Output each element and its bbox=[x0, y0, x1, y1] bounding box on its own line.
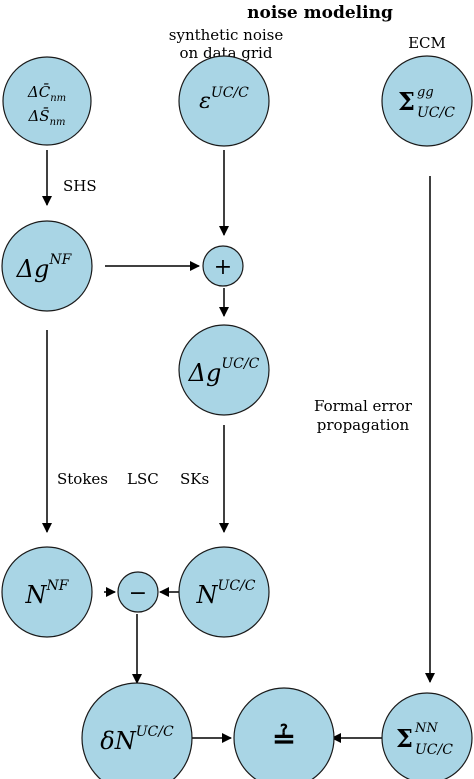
node-n-uc bbox=[178, 546, 270, 638]
node-dg-nf bbox=[1, 220, 93, 312]
sigma-gg-sup: gg bbox=[417, 85, 434, 100]
sigma-gg-base: Σ bbox=[398, 87, 415, 116]
ecm-label: ECM bbox=[408, 34, 446, 52]
minus-symbol: − bbox=[129, 581, 147, 606]
eps-label: εUC/C bbox=[199, 85, 249, 114]
node-dn-uc bbox=[81, 682, 193, 779]
nodes bbox=[1, 55, 473, 779]
synthetic-noise-label-line1: synthetic noise bbox=[169, 26, 284, 44]
diagram-title: noise modeling bbox=[247, 3, 393, 23]
node-compare bbox=[233, 687, 335, 779]
node-plus bbox=[202, 245, 244, 287]
node-coefficients bbox=[2, 56, 92, 146]
sigma-nn-sup: NN bbox=[414, 721, 438, 736]
sigma-nn-sub: UC/C bbox=[415, 742, 453, 758]
sigma-nn-base: Σ bbox=[396, 724, 413, 753]
dn-uc-label: δNUC/C bbox=[100, 724, 174, 755]
dg-uc-label: ΔgUC/C bbox=[188, 356, 260, 387]
plus-symbol: + bbox=[214, 255, 232, 280]
edge-label-formal-line1: Formal error bbox=[314, 397, 413, 415]
coeff-s-label: ΔS̄nm bbox=[27, 107, 65, 128]
arrows bbox=[42, 150, 435, 743]
compare-symbol: ≟ bbox=[272, 722, 295, 755]
node-dg-uc bbox=[178, 324, 270, 416]
node-n-nf bbox=[1, 546, 93, 638]
n-nf-label: NNF bbox=[25, 578, 70, 609]
node-eps bbox=[178, 55, 270, 147]
coeff-c-label: ΔC̄nm bbox=[27, 83, 66, 104]
edge-label-sks: SKs bbox=[180, 470, 209, 488]
node-sigma-nn bbox=[381, 692, 473, 779]
node-minus bbox=[117, 571, 159, 613]
edge-label-lsc: LSC bbox=[127, 470, 159, 488]
edge-label-shs: SHS bbox=[63, 177, 97, 195]
dg-nf-label: ΔgNF bbox=[16, 252, 73, 283]
n-uc-label: NUC/C bbox=[196, 578, 256, 609]
synthetic-noise-label-line2: on data grid bbox=[180, 44, 273, 62]
edge-label-stokes: Stokes bbox=[57, 470, 108, 488]
edge-label-formal-line2: propagation bbox=[317, 416, 410, 434]
node-sigma-gg bbox=[381, 55, 473, 147]
sigma-gg-sub: UC/C bbox=[417, 105, 455, 121]
